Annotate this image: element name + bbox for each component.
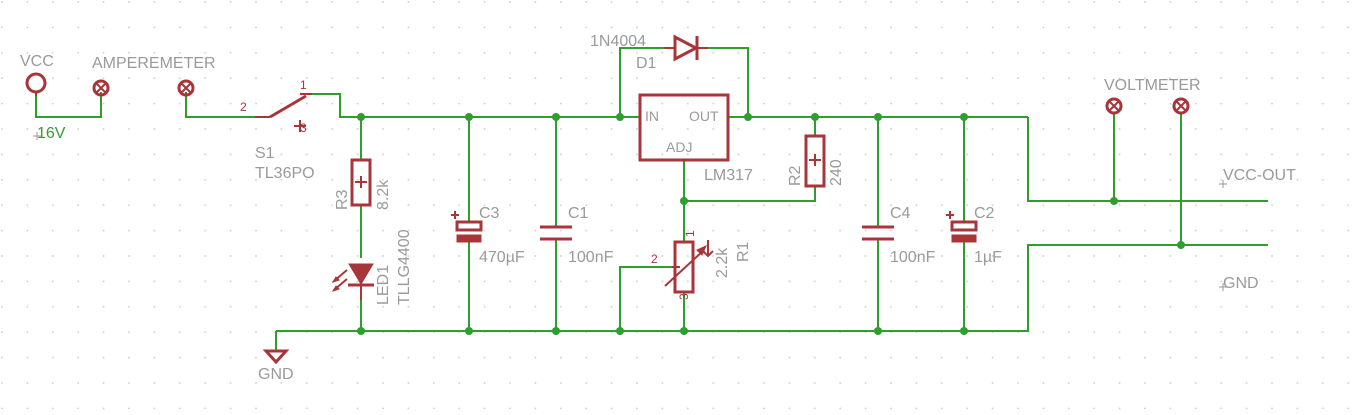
junction: [744, 113, 752, 121]
c3-value-label: 470µF: [479, 249, 525, 266]
junction: [552, 327, 560, 335]
r1-pin2-label: 2: [651, 252, 658, 266]
junction: [1110, 197, 1118, 205]
regulator-body-icon[interactable]: [638, 93, 730, 162]
switch-s1[interactable]: [255, 93, 312, 132]
junction: [616, 327, 624, 335]
capacitor-c3-icon[interactable]: [451, 211, 483, 243]
junction: [357, 113, 365, 121]
r1-value-label: 2.2k: [714, 247, 731, 278]
vcc-label: VCC: [20, 53, 54, 70]
wire-r1-wiper: [619, 266, 672, 331]
junction: [552, 113, 560, 121]
junction: [465, 113, 473, 121]
wire-d1-right: [708, 47, 749, 117]
r1-name-label: R1: [735, 241, 752, 262]
junction: [680, 197, 688, 205]
s1-pin3-label: 3: [300, 121, 307, 135]
vcc-supply[interactable]: [25, 72, 47, 96]
s1-pin2-label: 2: [240, 100, 247, 114]
s1-name-label: S1: [255, 145, 275, 162]
junction: [874, 327, 882, 335]
r1-pin3-label: 3: [677, 293, 691, 300]
vcc-value-label: 16V: [37, 125, 66, 142]
voltmeter-pad-2[interactable]: [1172, 97, 1190, 115]
led1-icon[interactable]: [331, 263, 374, 300]
diode-d1-icon[interactable]: [664, 34, 708, 62]
junction: [874, 113, 882, 121]
pad-icon[interactable]: [92, 79, 110, 97]
wire-vcc-out: [1027, 117, 1268, 202]
origin-marks: [33, 132, 1227, 291]
pad-icon[interactable]: [1105, 97, 1123, 115]
gnd-bottom-label: GND: [258, 366, 294, 383]
regulator-lm317[interactable]: [638, 93, 730, 162]
gnd-right-label: GND: [1223, 275, 1259, 292]
wire-vcc: [35, 92, 102, 118]
pad-icon[interactable]: [1172, 97, 1190, 115]
pad-icon[interactable]: [177, 79, 195, 97]
resistor-r2-icon[interactable]: [804, 134, 826, 188]
s1-pin1-label: 1: [300, 78, 307, 92]
r2-name-label: R2: [787, 165, 804, 186]
junction: [960, 327, 968, 335]
lm317-adj-label: ADJ: [666, 139, 692, 155]
led1-value-label: TLLG4400: [396, 229, 413, 305]
d1-value-label: 1N4004: [590, 33, 646, 50]
c2-value-label: 1µF: [974, 249, 1002, 266]
wire-switch-rail: [312, 93, 620, 118]
capacitor-c4-icon[interactable]: [862, 225, 894, 241]
c4-name-label: C4: [890, 205, 911, 222]
voltmeter-label: VOLTMETER: [1104, 77, 1201, 94]
amperemeter-pad-2[interactable]: [177, 79, 195, 97]
c1-name-label: C1: [568, 205, 589, 222]
lm317-out-label: OUT: [689, 108, 719, 124]
r1-pin1-label: 1: [683, 230, 697, 237]
junction: [1177, 241, 1185, 249]
c4-value-label: 100nF: [890, 249, 936, 266]
junction: [465, 327, 473, 335]
junction: [357, 327, 365, 335]
amperemeter-label: AMPEREMETER: [92, 55, 216, 72]
c3-name-label: C3: [479, 205, 500, 222]
ground-icon: [262, 349, 290, 365]
junction: [616, 113, 624, 121]
lm317-in-label: IN: [645, 108, 659, 124]
junction: [680, 327, 688, 335]
lm317-name-label: LM317: [704, 167, 753, 184]
r3-value-label: 8.2k: [375, 179, 392, 210]
voltmeter-pad-1[interactable]: [1105, 97, 1123, 115]
wire-amp-switch: [185, 92, 255, 118]
c1-value-label: 100nF: [568, 249, 614, 266]
resistor-r3-icon[interactable]: [350, 158, 372, 207]
wire-gnd-rail: [276, 244, 1268, 332]
wire-d1-left: [619, 47, 664, 117]
junction: [811, 113, 819, 121]
c2-name-label: C2: [974, 205, 995, 222]
capacitor-c1-icon[interactable]: [540, 225, 572, 241]
wires: [35, 47, 1268, 350]
switch-lever-icon[interactable]: [269, 94, 307, 119]
s1-value-label: TL36PO: [255, 165, 315, 182]
capacitor-c2-icon[interactable]: [946, 211, 978, 243]
vcc-out-label: VCC-OUT: [1223, 167, 1296, 184]
d1-name-label: D1: [636, 55, 657, 72]
labels: VCC 16V AMPEREMETER 1 2 3 S1 TL36PO R3 8…: [20, 33, 1296, 383]
junction: [960, 113, 968, 121]
junctions: [357, 113, 1185, 335]
r2-value-label: 240: [828, 159, 845, 186]
amperemeter-pad-1[interactable]: [92, 79, 110, 97]
potentiometer-r1-icon[interactable]: [664, 240, 714, 294]
r3-name-label: R3: [334, 189, 351, 210]
wire-adj-r2: [684, 186, 816, 202]
led1-name-label: LED1: [375, 265, 392, 305]
